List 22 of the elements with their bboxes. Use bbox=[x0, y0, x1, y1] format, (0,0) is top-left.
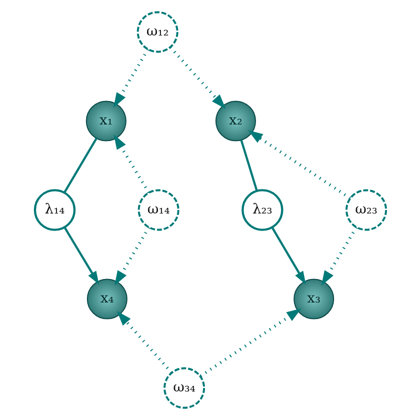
node-circle: ω₃₄ bbox=[163, 367, 205, 409]
connector bbox=[62, 138, 97, 194]
arrow bbox=[199, 308, 301, 378]
node-circle: x₁ bbox=[85, 100, 126, 142]
arrow bbox=[116, 311, 172, 374]
arrow bbox=[270, 226, 306, 285]
node-circle: ω₁₄ bbox=[137, 189, 179, 231]
node-circle: ω₂₃ bbox=[345, 189, 387, 231]
node-circle: λ₁₄ bbox=[33, 189, 76, 231]
arrow bbox=[114, 226, 150, 286]
arrow bbox=[248, 130, 350, 200]
node-circle: x₃ bbox=[293, 278, 334, 320]
arrow bbox=[63, 226, 99, 285]
node-circle: x₄ bbox=[86, 278, 127, 320]
node-circle: λ₂₃ bbox=[241, 189, 283, 231]
arrow bbox=[320, 226, 358, 286]
arrow bbox=[168, 46, 226, 109]
node-circle: x₂ bbox=[214, 100, 256, 142]
arrow bbox=[113, 134, 150, 194]
arrow bbox=[113, 48, 149, 108]
connector bbox=[240, 140, 258, 192]
node-circle: ω₁₂ bbox=[136, 11, 178, 53]
